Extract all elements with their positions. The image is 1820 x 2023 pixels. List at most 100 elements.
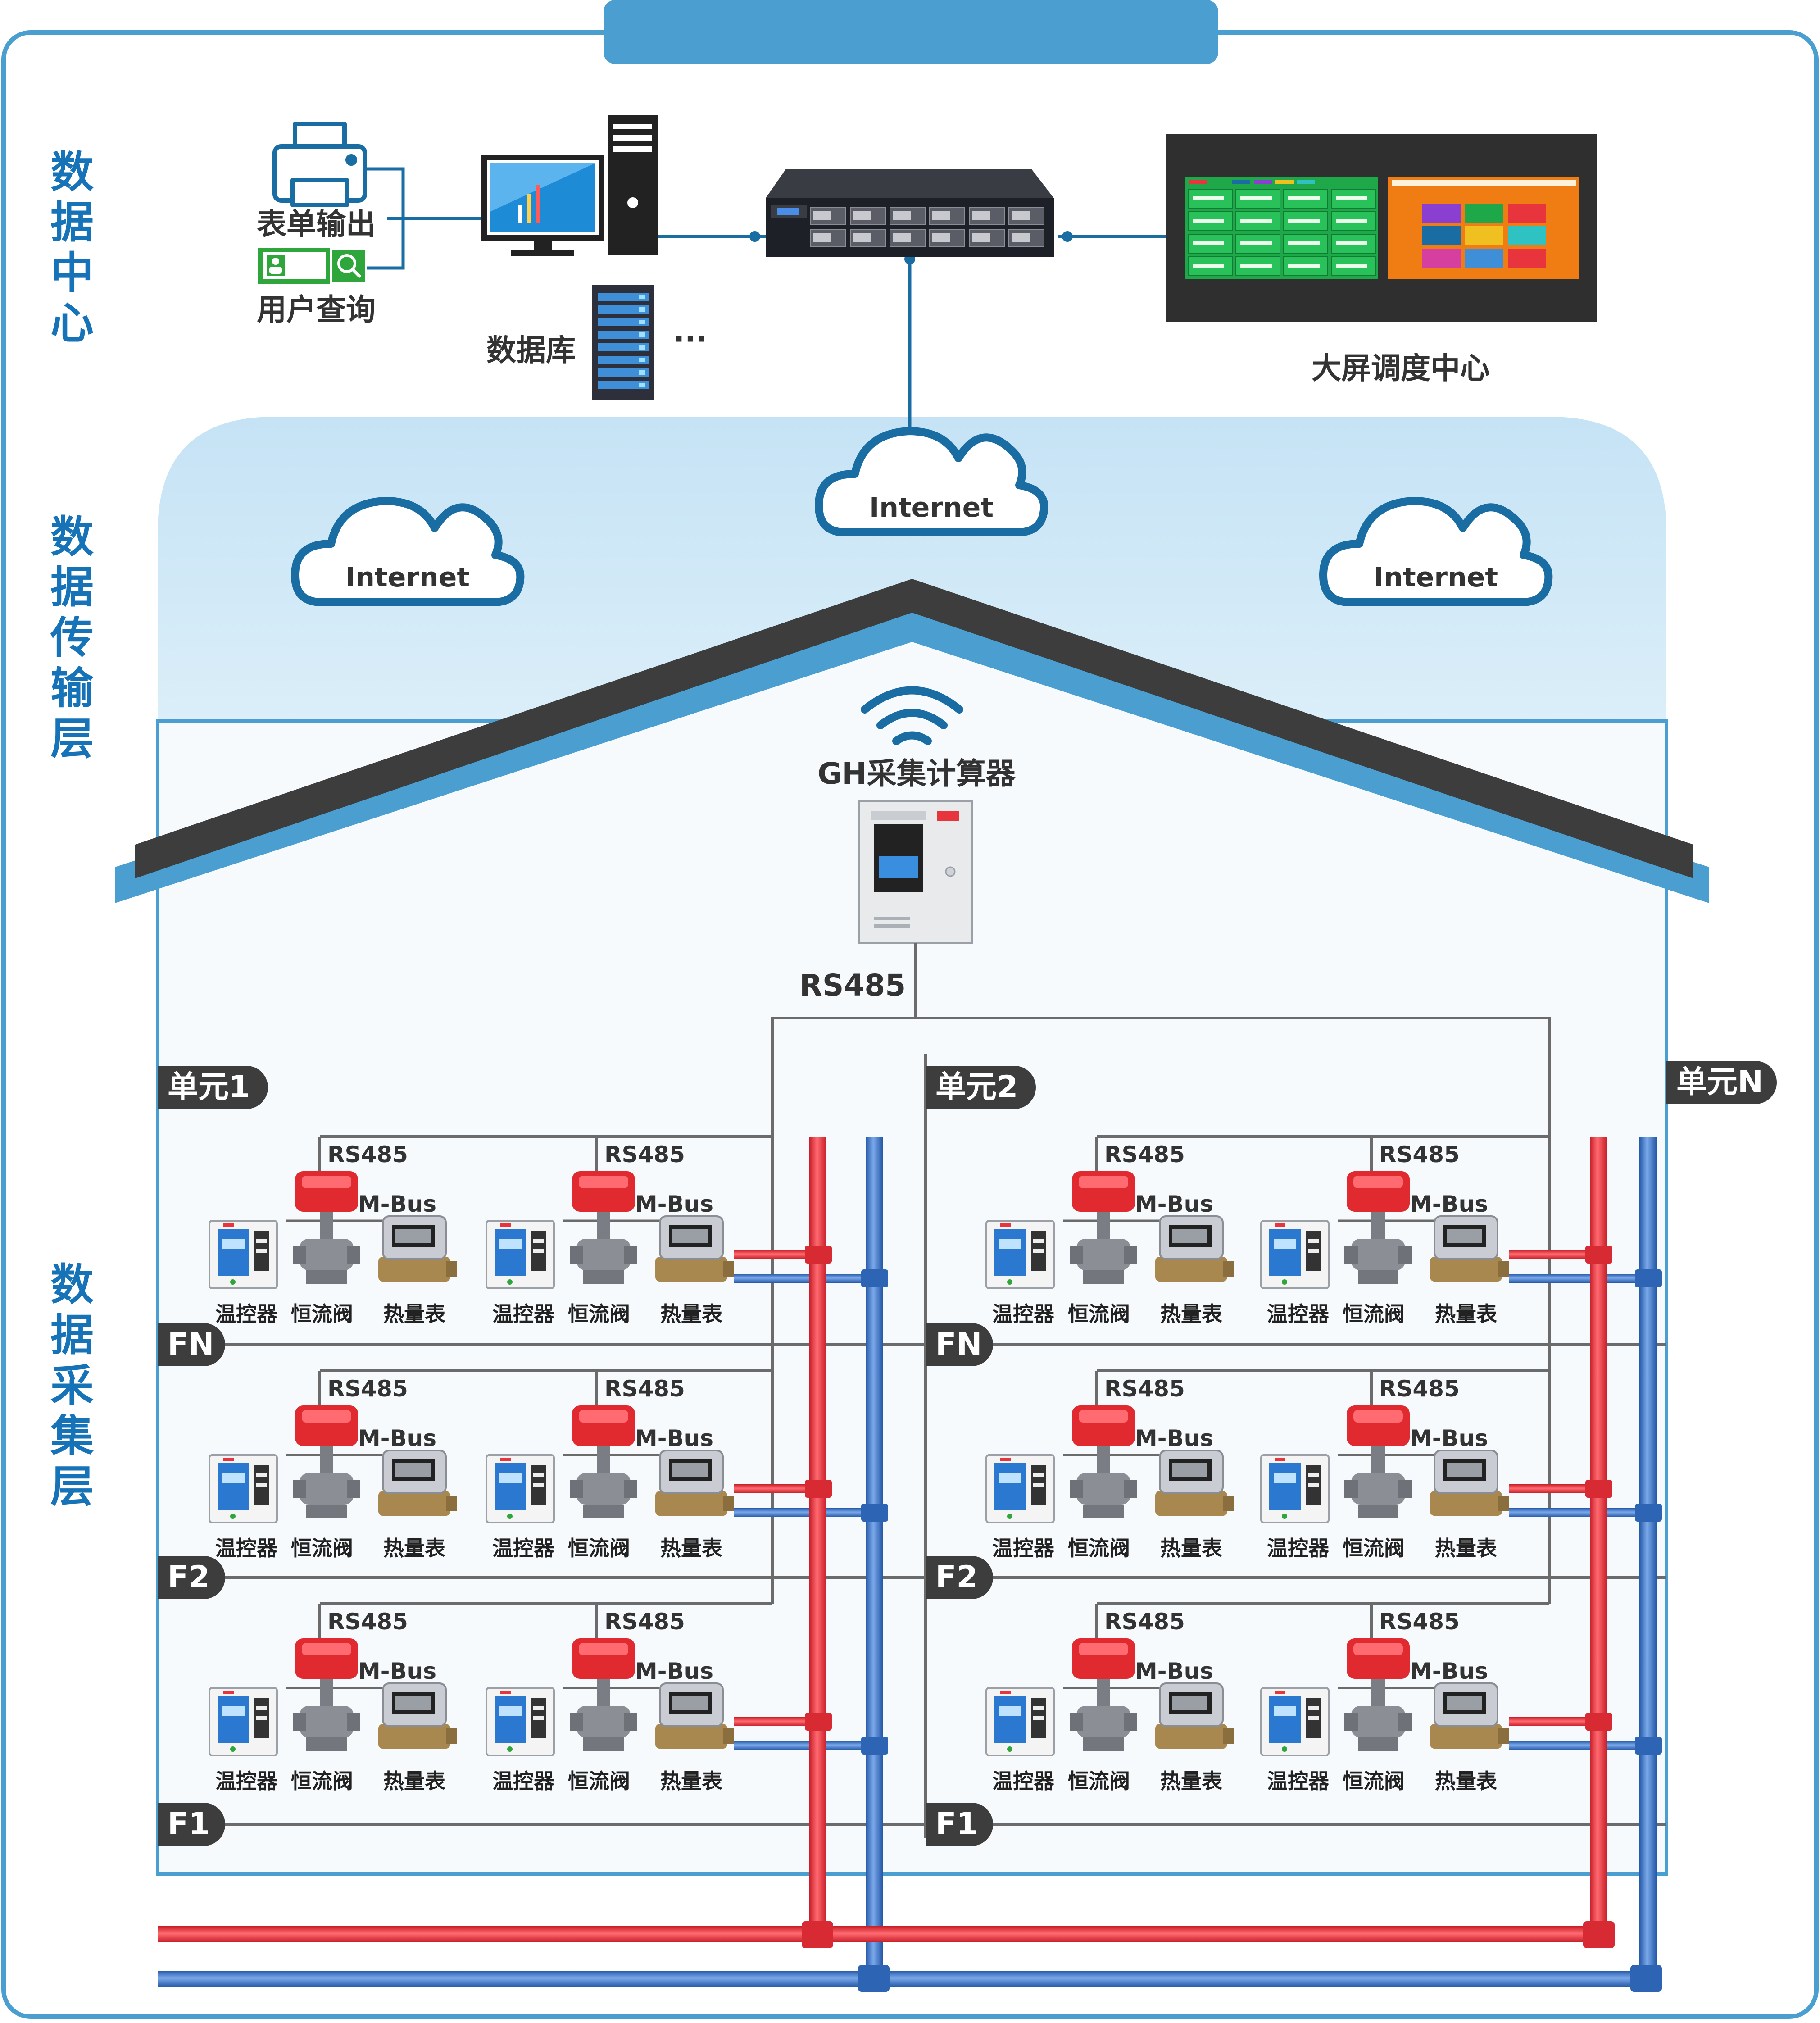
valve-label: 恒流阀 — [1068, 1302, 1130, 1326]
thermostat-label: 温控器 — [992, 1302, 1055, 1326]
heat-meter — [378, 1450, 457, 1516]
heat-meter — [1155, 1682, 1234, 1749]
supply-branch-pipe — [1509, 1717, 1599, 1726]
rs485-label: RS485 — [327, 1141, 408, 1168]
return-branch-pipe — [1509, 1274, 1648, 1283]
tag-label: F2 — [168, 1559, 210, 1595]
rs485-label: RS485 — [1379, 1609, 1460, 1635]
thermostat-device — [486, 1220, 555, 1289]
internet-cloud-left: Internet — [291, 497, 525, 606]
device-group: RS485M-Bus温控器恒流阀热量表 — [1260, 1604, 1509, 1793]
user-query-icon — [258, 248, 330, 284]
cloud-label: Internet — [869, 492, 994, 523]
floor-f2-tag-unit2: F2 — [926, 1556, 993, 1599]
meter-label: 热量表 — [1160, 1536, 1222, 1560]
layer-char: 据 — [50, 197, 94, 248]
layer-char: 传 — [50, 613, 94, 663]
supply-riser-pipe — [809, 1137, 826, 1930]
rs485-label: RS485 — [1379, 1141, 1460, 1168]
meter-label: 热量表 — [383, 1536, 445, 1560]
gh-collector-device — [858, 800, 973, 944]
floor-f2-tag: F2 — [158, 1556, 225, 1599]
return-branch-pipe — [1509, 1508, 1648, 1517]
form-output-label: 表单输出 — [257, 207, 376, 241]
floor-f1-tag-unit2: F1 — [926, 1803, 993, 1846]
rs485-label: RS485 — [1104, 1141, 1185, 1168]
heat-meter — [1430, 1450, 1509, 1516]
collector-bus-label: RS485 — [799, 968, 906, 1003]
unit-2-tag: 单元2 — [926, 1066, 1036, 1109]
supply-branch-pipe — [734, 1484, 818, 1493]
meter-label: 热量表 — [1160, 1302, 1222, 1326]
heat-meter — [655, 1215, 734, 1282]
device-group: RS485M-Bus温控器恒流阀热量表 — [1260, 1137, 1509, 1326]
layer-char: 层 — [50, 1461, 94, 1512]
heat-meter — [378, 1215, 457, 1282]
thermostat-device — [486, 1454, 555, 1523]
user-query-label: 用户查询 — [257, 292, 376, 327]
database-rack-icon — [592, 285, 654, 400]
thermostat-label: 温控器 — [992, 1769, 1055, 1793]
house-attic — [158, 631, 1666, 883]
datacenter-connections — [367, 167, 1166, 455]
thermostat-label: 温控器 — [492, 1536, 555, 1560]
thermostat-label: 温控器 — [1267, 1769, 1330, 1793]
tag-label: FN — [168, 1327, 214, 1362]
cloud-label: Internet — [345, 562, 470, 593]
return-branch-pipe — [734, 1274, 875, 1283]
thermostat-device — [1260, 1687, 1330, 1756]
supply-branch-pipe — [734, 1250, 818, 1259]
valve-label: 恒流阀 — [568, 1536, 630, 1560]
layer-char: 数 — [50, 1259, 94, 1310]
meter-label: 热量表 — [660, 1302, 722, 1326]
collector-name: GH采集计算器 — [817, 756, 1016, 791]
return-branch-pipe — [1509, 1741, 1648, 1750]
ellipsis-label: ··· — [673, 322, 707, 356]
constant-flow-valve — [1070, 1638, 1137, 1751]
mbus-label: M-Bus — [635, 1425, 713, 1451]
thermostat-device — [985, 1220, 1055, 1289]
valve-label: 恒流阀 — [1068, 1536, 1130, 1560]
valve-label: 恒流阀 — [568, 1769, 630, 1793]
cloud-label: Internet — [1374, 562, 1498, 593]
meter-label: 热量表 — [1435, 1769, 1497, 1793]
constant-flow-valve — [1070, 1171, 1137, 1284]
device-group: RS485M-Bus 温控器恒流阀 热量表 — [985, 1137, 1234, 1326]
printer-icon — [272, 122, 367, 207]
rs485-label: RS485 — [327, 1609, 408, 1635]
wifi-icon — [861, 686, 963, 745]
thermostat-label: 温控器 — [215, 1769, 278, 1793]
mbus-label: M-Bus — [358, 1191, 436, 1217]
tag-label: 单元2 — [935, 1069, 1018, 1105]
constant-flow-valve — [1344, 1405, 1412, 1518]
valve-label: 恒流阀 — [291, 1769, 353, 1793]
constant-flow-valve — [1344, 1638, 1412, 1751]
rs485-label: RS485 — [1104, 1609, 1185, 1635]
device-group: RS485M-Bus温控器恒流阀热量表 — [985, 1604, 1234, 1793]
device-group: RS485M-Bus温控器恒流阀热量表 — [209, 1371, 457, 1560]
return-branch-pipe — [734, 1741, 875, 1750]
device-group: RS485M-Bus温控器恒流阀热量表 — [209, 1137, 457, 1326]
thermostat-device — [985, 1687, 1055, 1756]
internet-cloud-center: Internet — [815, 427, 1048, 536]
supply-branch-pipe — [1509, 1484, 1599, 1493]
heat-meter — [1430, 1682, 1509, 1749]
unit-n-tag: 单元N — [1666, 1061, 1777, 1104]
layer-char: 据 — [50, 562, 94, 613]
valve-label: 恒流阀 — [568, 1302, 630, 1326]
valve-label: 恒流阀 — [1343, 1302, 1405, 1326]
mbus-label: M-Bus — [1135, 1191, 1213, 1217]
rs485-label: RS485 — [604, 1609, 685, 1635]
mbus-label: M-Bus — [1135, 1658, 1213, 1684]
mbus-label: M-Bus — [1410, 1425, 1488, 1451]
tag-label: F1 — [168, 1806, 210, 1842]
constant-flow-valve — [570, 1171, 637, 1284]
layer-char: 中 — [50, 248, 94, 298]
thermostat-label: 温控器 — [492, 1769, 555, 1793]
thermostat-label: 温控器 — [215, 1536, 278, 1560]
mbus-label: M-Bus — [635, 1191, 713, 1217]
